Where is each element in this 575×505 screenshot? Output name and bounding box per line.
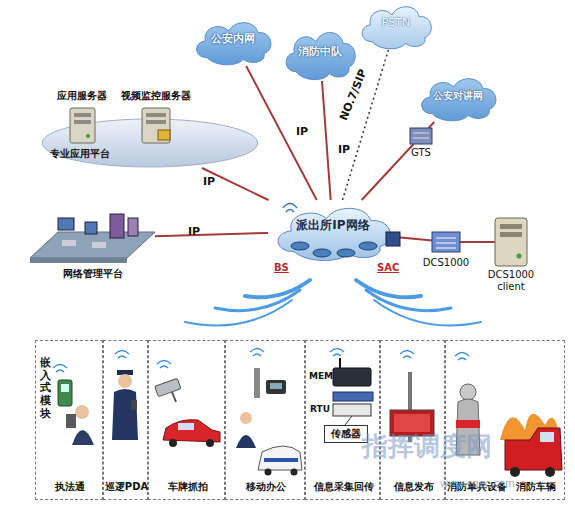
node-text: 巡逻PDA (94, 481, 159, 493)
server-node: 视频监控服务器 (142, 108, 170, 143)
terminal-panel: 巡逻PDA (103, 340, 148, 500)
edge-label: IP (296, 126, 308, 138)
network-cloud: 消防中队 (280, 25, 360, 81)
switch-icon (432, 232, 460, 252)
connector-line (202, 168, 269, 200)
connector-line (155, 233, 268, 236)
mobile-office (236, 368, 302, 476)
handheld-officer (58, 380, 94, 445)
annotation-text: BS (274, 262, 289, 273)
connector-line (460, 241, 495, 243)
node-text: 网络管理平台 (30, 268, 155, 280)
annotation-text: www.cqec.com (440, 478, 515, 489)
platform-icon (30, 214, 155, 263)
node-text: 应用服务器 (42, 90, 122, 102)
router-icon (283, 204, 400, 258)
node-text: 视频监控服务器 (110, 90, 202, 102)
dispatch-device: DCS1000 (432, 232, 460, 252)
patrol-officer (112, 370, 138, 440)
gateway-node: GTS (410, 128, 432, 144)
annotation-text: RTU (310, 405, 330, 415)
fire-scene (456, 384, 562, 477)
connector-line (362, 144, 414, 200)
ellipse-outline (40, 118, 260, 168)
platform-ellipse: 专业应用平台应用服务器视频监控服务器 (40, 118, 260, 168)
node-text: 消防中队 (280, 46, 360, 59)
node-text: 执法通 (30, 481, 110, 493)
network-cloud: 公安对讲网 (415, 72, 501, 122)
network-cloud: 公安内网 (190, 16, 276, 66)
gateway-icon (410, 128, 432, 144)
node-text: 派出所IP网络 (268, 219, 398, 233)
client-server: DCS1000 client (495, 218, 527, 266)
connector-line (246, 66, 317, 200)
terminal-panel: 信息发布 (380, 340, 445, 500)
annotation-text: SAC (377, 262, 399, 273)
node-text: 车牌抓拍 (149, 481, 226, 493)
node-text: 公安内网 (190, 33, 276, 46)
node-text: 专业应用平台 (50, 148, 150, 160)
node-text: DCS1000 client (480, 269, 542, 292)
node-text: 公安对讲网 (415, 90, 501, 102)
edge-label: IP (188, 226, 200, 238)
terminal-panel: 消防单兵设备消防车辆 (445, 340, 565, 500)
node-text: 信息发布 (381, 481, 446, 493)
edge-label: IP (203, 176, 215, 188)
node-text: 消防车辆 (506, 481, 566, 493)
server-node: 应用服务器 (70, 108, 95, 143)
core-network-cloud: 派出所IP网络 (268, 200, 398, 262)
terminal-panel: 车牌抓拍 (148, 340, 225, 500)
node-text: 移动办公 (226, 481, 306, 493)
connector-line (322, 81, 331, 200)
server-icon (70, 108, 170, 143)
terminal-panel: 信息采集回传传感器 (305, 340, 380, 500)
node-text: GTS (404, 147, 438, 159)
client-server-icon (495, 218, 527, 266)
connector-line (398, 237, 432, 240)
terminal-panel: 嵌入式模块执法通 (35, 340, 103, 500)
node-text: 嵌入式模块 (40, 357, 53, 420)
management-platform: 网络管理平台 (30, 213, 155, 263)
sensor-box: 传感器 (324, 425, 368, 443)
node-text: 传感器 (325, 428, 367, 440)
annotation-text: 指挥调度网 (362, 432, 492, 461)
terminal-panel: 移动办公 (225, 340, 305, 500)
annotation-text: MEM (309, 372, 333, 382)
node-text: 信息采集回传 (301, 481, 386, 493)
node-text: DCS1000 (414, 257, 478, 269)
wifi-symbol (53, 349, 469, 373)
connector-line (429, 122, 435, 128)
edge-label: IP (338, 144, 350, 156)
collection-devices (333, 358, 373, 425)
wireless-wave (185, 280, 481, 326)
edge-label: NO.7/SIP (338, 68, 370, 123)
network-cloud: PSTN (356, 0, 436, 50)
camera-car (155, 378, 220, 447)
node-text: PSTN (356, 17, 436, 30)
